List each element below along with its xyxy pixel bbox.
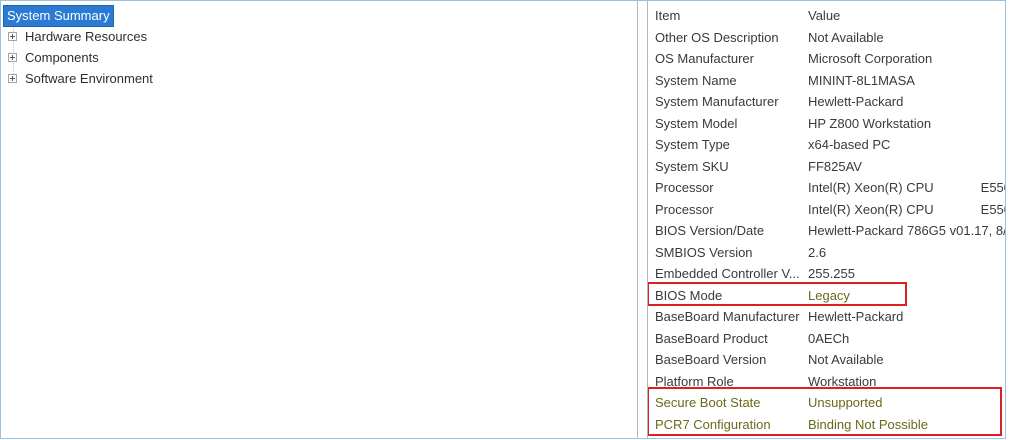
- table-row[interactable]: PCR7 Configuration Binding Not Possible: [648, 414, 1005, 436]
- table-row[interactable]: Secure Boot State Unsupported: [648, 392, 1005, 414]
- table-row[interactable]: System SKU FF825AV: [648, 156, 1005, 178]
- item-cell: BaseBoard Version: [655, 352, 767, 367]
- table-row[interactable]: Other OS Description Not Available: [648, 27, 1005, 49]
- item-cell: System SKU: [655, 158, 729, 174]
- item-cell: Other OS Description: [655, 29, 779, 45]
- item-cell: BIOS Mode: [655, 287, 723, 303]
- table-row[interactable]: OS Manufacturer Microsoft Corporation: [648, 48, 1005, 70]
- item-cell: SMBIOS Version: [655, 244, 753, 260]
- value-cell: Unsupported: [808, 395, 883, 410]
- table-row[interactable]: System Model HP Z800 Workstation: [648, 113, 1005, 135]
- sidebar-item-label: System Summary: [3, 4, 114, 27]
- value-cell: 2.6: [808, 244, 827, 260]
- item-cell: Platform Role: [655, 373, 734, 389]
- value-cell: Hewlett-Packard: [808, 309, 904, 324]
- table-row[interactable]: Processor Intel(R) Xeon(R) CPU E5506: [648, 199, 1006, 221]
- table-row[interactable]: System Type x64-based PC: [648, 134, 1005, 156]
- details-header-row: Item Value: [648, 5, 1005, 27]
- value-cell: 255.255: [808, 266, 855, 281]
- expand-plus-icon[interactable]: [8, 74, 17, 83]
- item-cell: System Model: [655, 115, 738, 131]
- column-header-value[interactable]: Value: [808, 8, 841, 23]
- table-row[interactable]: SMBIOS Version 2.6: [648, 242, 1005, 264]
- table-row[interactable]: BIOS Mode Legacy: [648, 285, 1005, 307]
- sidebar-item-system-summary[interactable]: System Summary: [1, 4, 637, 27]
- item-cell: Secure Boot State: [655, 395, 761, 410]
- value-cell: FF825AV: [808, 158, 862, 174]
- table-row[interactable]: System Name MININT-8L1MASA: [648, 70, 1005, 92]
- tree-connector-line: [13, 24, 14, 76]
- sidebar-item-software-environment[interactable]: Software Environment: [1, 68, 637, 89]
- table-row[interactable]: Embedded Controller V... 255.255: [648, 263, 1005, 285]
- value-cell: Not Available: [808, 352, 884, 367]
- item-cell: Processor: [655, 201, 714, 217]
- table-row[interactable]: Processor Intel(R) Xeon(R) CPU E5506: [648, 177, 1006, 199]
- item-cell: BIOS Version/Date: [655, 223, 765, 238]
- value-cell: Workstation: [808, 373, 877, 389]
- sidebar-item-hardware-resources[interactable]: Hardware Resources: [1, 26, 637, 47]
- table-row[interactable]: BIOS Version/Date Hewlett-Packard 786G5 v…: [648, 220, 1006, 242]
- item-cell: System Type: [655, 137, 730, 152]
- value-cell: Microsoft Corporation: [808, 51, 933, 66]
- item-cell: Processor: [655, 180, 714, 195]
- table-row[interactable]: Platform Role Workstation: [648, 371, 1005, 393]
- expand-plus-icon[interactable]: [8, 32, 17, 41]
- item-cell: Embedded Controller V...: [655, 266, 800, 281]
- item-cell: BaseBoard Product: [655, 330, 768, 346]
- expand-plus-icon[interactable]: [8, 53, 17, 62]
- column-header-item[interactable]: Item: [655, 8, 681, 23]
- value-cell: Hewlett-Packard 786G5 v01.17, 8/: [808, 223, 1006, 238]
- table-row[interactable]: System Manufacturer Hewlett-Packard: [648, 91, 1005, 113]
- item-cell: System Manufacturer: [655, 94, 779, 109]
- value-cell: Hewlett-Packard: [808, 94, 904, 109]
- value-cell: Intel(R) Xeon(R) CPU E5506: [808, 180, 1006, 195]
- item-cell: BaseBoard Manufacturer: [655, 309, 800, 324]
- sidebar-item-label: Components: [25, 49, 99, 65]
- value-cell: Legacy: [808, 287, 850, 303]
- sidebar-item-components[interactable]: Components: [1, 47, 637, 68]
- sidebar-item-label: Hardware Resources: [25, 28, 148, 44]
- table-row[interactable]: BaseBoard Manufacturer Hewlett-Packard: [648, 306, 1005, 328]
- item-cell: OS Manufacturer: [655, 51, 754, 66]
- value-cell: x64-based PC: [808, 137, 891, 152]
- sidebar-item-label: Software Environment: [25, 70, 153, 86]
- item-cell: System Name: [655, 72, 737, 88]
- value-cell: HP Z800 Workstation: [808, 115, 932, 131]
- value-cell: 0AECh: [808, 330, 850, 346]
- value-cell: MININT-8L1MASA: [808, 72, 915, 88]
- table-row[interactable]: BaseBoard Product 0AECh: [648, 328, 1005, 350]
- value-cell: Binding Not Possible: [808, 416, 928, 432]
- item-cell: PCR7 Configuration: [655, 416, 771, 432]
- value-cell: Intel(R) Xeon(R) CPU E5506: [808, 201, 1006, 217]
- table-row[interactable]: BaseBoard Version Not Available: [648, 349, 1005, 371]
- value-cell: Not Available: [808, 29, 884, 45]
